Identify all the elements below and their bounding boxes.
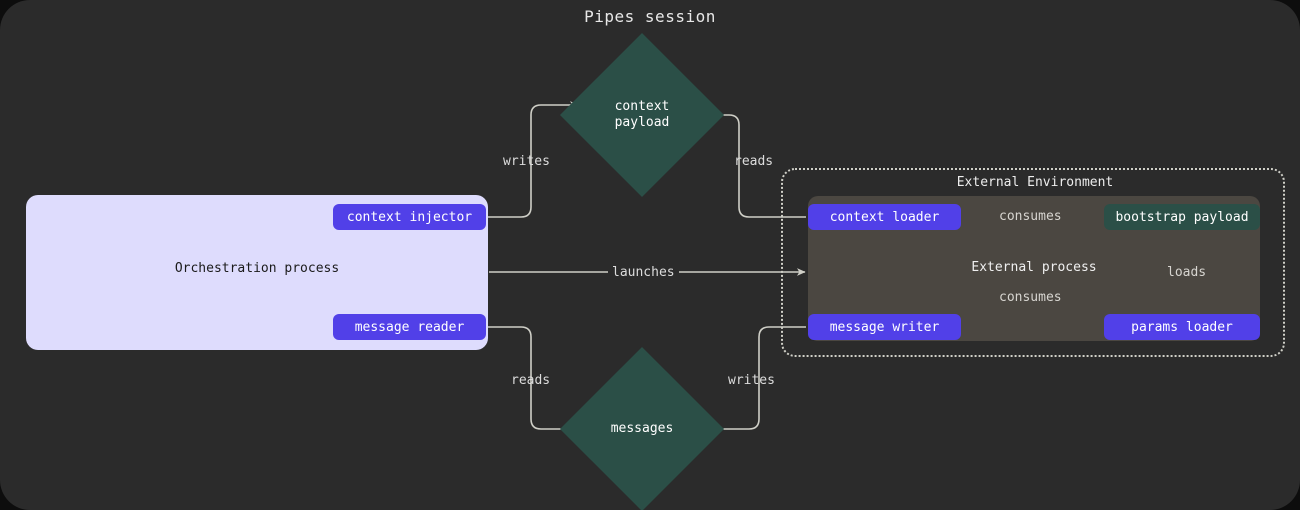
page-title: Pipes session xyxy=(584,7,716,26)
store-messages-label: messages xyxy=(610,420,674,436)
node-bootstrap-payload[interactable]: bootstrap payload xyxy=(1104,204,1260,230)
edge-label-reads-context-payload: reads xyxy=(734,154,774,169)
node-context-loader[interactable]: context loader xyxy=(808,204,961,230)
store-context-payload[interactable]: context payload xyxy=(559,32,725,198)
node-params-loader[interactable]: params loader xyxy=(1104,314,1260,340)
store-context-payload-label: context payload xyxy=(614,98,670,130)
edge-label-reads-messages: reads xyxy=(511,373,551,388)
edge-label-writes-messages: writes xyxy=(728,373,775,388)
edge-label-writes-context-payload: writes xyxy=(503,154,550,169)
edge-label-consumes-context-loader: consumes xyxy=(993,209,1068,224)
node-message-writer[interactable]: message writer xyxy=(808,314,961,340)
external-process-label: External process xyxy=(971,260,1097,275)
node-message-reader[interactable]: message reader xyxy=(333,314,486,340)
store-messages[interactable]: messages xyxy=(559,346,725,510)
edge-label-consumes-message-writer: consumes xyxy=(993,290,1068,305)
edge-label-loads-params-loader: loads xyxy=(1162,265,1212,280)
external-environment-boundary: External Environment xyxy=(781,168,1285,357)
node-context-injector[interactable]: context injector xyxy=(333,204,486,230)
orchestration-process-label: Orchestration process xyxy=(174,261,340,276)
edge-label-launches: launches xyxy=(608,265,679,280)
external-environment-label: External Environment xyxy=(956,175,1114,190)
